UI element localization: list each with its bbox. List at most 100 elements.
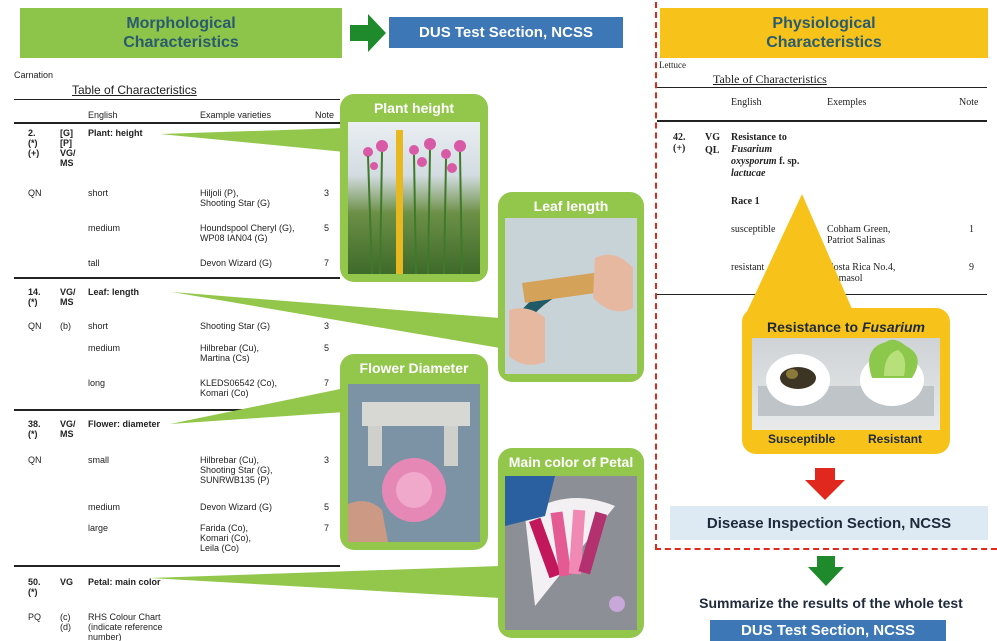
level-example: KLEDS06542 (Co),Komari (Co) [200, 378, 278, 398]
pointer-petal-color [150, 566, 500, 598]
char-number: 50.(*) [28, 577, 41, 597]
level-note: 1 [969, 224, 974, 235]
crop-label: Carnation [14, 70, 54, 80]
pointer-leaf-length [172, 292, 500, 348]
level-type: QN [28, 188, 42, 198]
char-grouping: [G][P]VG/MS [60, 128, 76, 168]
level-label: medium [88, 343, 121, 353]
level-label: large [88, 523, 109, 533]
card-plant-height: Plant height [340, 94, 488, 282]
level-note: 3 [324, 188, 330, 198]
level-example: Shooting Star (G) [200, 321, 271, 331]
level-label: medium [88, 502, 121, 512]
char-number: 42.(+) [673, 132, 686, 154]
pointer-flower-diameter [170, 388, 345, 424]
card-petal-color: Main color of Petal [498, 448, 644, 638]
dus-top-banner: DUS Test Section, NCSS [389, 17, 623, 48]
arrow-down-red-icon [805, 468, 845, 500]
disease-inspection-banner: Disease Inspection Section, NCSS [670, 506, 988, 540]
level-label: resistant [731, 262, 765, 273]
pointer-plant-height [160, 128, 345, 152]
table-title: Table of Characteristics [713, 72, 827, 86]
dus-bottom-label: DUS Test Section, NCSS [741, 622, 915, 639]
disease-inspection-label: Disease Inspection Section, NCSS [706, 514, 952, 532]
card-flower-diameter: Flower Diameter [340, 354, 488, 550]
level-label: short [88, 321, 109, 331]
morph-title-line1: Morphological [126, 15, 236, 32]
section-divider-horizontal [655, 548, 997, 550]
physiological-banner: Physiological Characteristics [660, 8, 988, 58]
level-label: tall [88, 258, 100, 268]
morphological-banner: Morphological Characteristics [20, 8, 342, 58]
crop-label: Lettuce [659, 60, 686, 70]
level-note: 7 [324, 378, 330, 388]
lettuce-table: Lettuce Table of Characteristics English… [657, 60, 987, 300]
level-example: Farida (Co),Komari (Co),Leila (Co) [200, 523, 252, 553]
col-english: English [731, 97, 762, 108]
level-note: 9 [969, 262, 974, 273]
level-label: long [88, 378, 106, 388]
level-label: small [88, 455, 110, 465]
level-note: 3 [324, 321, 330, 331]
card-title: Resistance to Fusarium [767, 319, 925, 335]
char-title-flower-diameter: Flower: diameter [88, 419, 161, 429]
card-title: Leaf length [533, 198, 609, 214]
table-title: Table of Characteristics [72, 83, 197, 97]
level-type: QN [28, 455, 42, 465]
char-grouping: VG/MS [60, 287, 76, 307]
char-title-plant-height: Plant: height [88, 128, 143, 138]
char-number: 14.(*) [28, 287, 41, 307]
level-note: 5 [324, 343, 330, 353]
level-note: 7 [324, 523, 330, 533]
arrow-down-green-icon [808, 556, 844, 586]
level-note: 5 [324, 502, 330, 512]
level-example: Devon Wizard (G) [200, 258, 273, 268]
level-example: Cobham Green,Patriot Salinas [827, 224, 891, 246]
level-type: QN [28, 321, 42, 331]
level-example: Costa Rica No.4,Romasol [827, 262, 896, 284]
arrow-right-icon [350, 14, 386, 52]
physio-title-line2: Characteristics [766, 34, 882, 51]
char-title-petal-color: Petal: main color [88, 577, 161, 587]
level-type: PQ [28, 612, 42, 622]
dus-top-label: DUS Test Section, NCSS [419, 24, 593, 41]
level-sub: (c)(d) [60, 612, 71, 632]
label-susceptible: Susceptible [768, 432, 836, 446]
level-label: short [88, 188, 109, 198]
char-grouping: VG/MS [60, 419, 76, 439]
callout-pointer-fusarium [744, 194, 856, 318]
card-title: Main color of Petal [508, 454, 634, 470]
level-sub: (b) [60, 321, 71, 331]
level-note: 7 [324, 258, 330, 268]
carnation-table: Carnation Table of Characteristics Engli… [0, 0, 345, 641]
label-resistant: Resistant [868, 432, 923, 446]
callout-pointers [150, 128, 500, 598]
plant-height-photo [348, 122, 480, 274]
char-grouping: VG [60, 577, 74, 587]
level-note: 5 [324, 223, 330, 233]
level-example: Devon Wizard (G) [200, 502, 273, 512]
char-title-leaf-length: Leaf: length [88, 287, 139, 297]
col-example: Example varieties [200, 110, 272, 120]
fusarium-photo [752, 338, 940, 430]
race-label: Race 1 [731, 196, 760, 207]
level-example: Houndspool Cheryl (G),WP08 IAN04 (G) [200, 223, 295, 243]
level-example: Hilbrebar (Cu),Martina (Cs) [200, 343, 260, 363]
petal-color-photo [505, 476, 637, 630]
morph-title-line2: Characteristics [123, 34, 239, 51]
char-title-fusarium: Resistance to Fusarium oxysporum f. sp. … [731, 132, 800, 179]
card-leaf-length: Leaf length [498, 192, 644, 382]
level-example: Hilbrebar (Cu),Shooting Star (G),SUNRWB1… [200, 455, 273, 485]
col-example: Exemples [827, 97, 867, 108]
char-number: 2.(*)(+) [28, 128, 40, 158]
col-english: English [88, 110, 118, 120]
card-title: Flower Diameter [359, 360, 469, 376]
col-note: Note [959, 97, 979, 108]
summary-text: Summarize the results of the whole test [699, 595, 963, 611]
level-label: medium [88, 223, 121, 233]
leaf-length-photo [505, 218, 637, 374]
card-fusarium: Resistance to Fusarium Susceptible Resis… [742, 308, 950, 454]
physio-title-line1: Physiological [772, 15, 876, 32]
